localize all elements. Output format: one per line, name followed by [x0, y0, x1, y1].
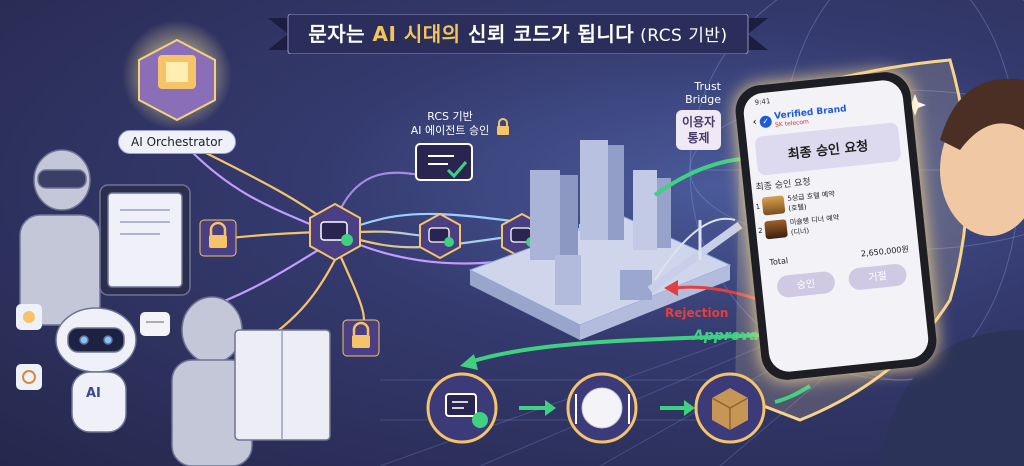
orchestrator-label: AI Orchestrator — [118, 130, 236, 154]
user-control-line2: 통제 — [687, 131, 710, 145]
total-label: Total — [768, 256, 789, 268]
trust-bridge-label: Trust Bridge — [665, 80, 721, 106]
trust-bridge-line2: Bridge — [685, 93, 721, 106]
approval-card-title: 최종 승인 요청 — [787, 139, 870, 163]
rcs-approval-label: RCS 기반 AI 에이전트 승인 — [400, 110, 500, 138]
item-number: 1 — [755, 202, 761, 212]
padlock-icons — [199, 118, 509, 357]
rcs-chat-bubble-icon — [415, 143, 473, 181]
title-banner: 문자는 AI 시대의 신뢰 코드가 됩니다 (RCS 기반) — [268, 14, 768, 54]
small-badge-icons — [16, 304, 170, 390]
rcs-approval-line1: RCS 기반 — [427, 110, 473, 123]
total-value: 2,650,000원 — [860, 244, 910, 259]
user-control-badge: 이용자 통제 — [676, 110, 722, 150]
orchestrator-chip-icon — [122, 20, 232, 130]
bottom-flow-icons — [426, 372, 812, 444]
city-buildings-illustration — [468, 140, 743, 340]
rejection-label: Rejection — [665, 306, 729, 320]
smartphone: 9:41 ‹ ✓ Verified Brand SK telecom 최종 승인… — [733, 69, 939, 383]
robot-ai-badge: AI — [86, 386, 101, 401]
dinner-thumbnail-icon — [764, 219, 789, 240]
reject-button[interactable]: 거절 — [847, 262, 908, 291]
back-chevron-icon[interactable]: ‹ — [752, 116, 758, 129]
robots-illustration — [19, 149, 331, 466]
trust-bridge-line1: Trust — [694, 80, 721, 93]
approve-button[interactable]: 승인 — [775, 270, 836, 299]
hotel-thumbnail-icon — [762, 195, 786, 216]
verified-badge-icon: ✓ — [759, 114, 773, 128]
phone-screen: 9:41 ‹ ✓ Verified Brand SK telecom 최종 승인… — [741, 78, 931, 374]
item-number: 2 — [757, 226, 763, 236]
rcs-approval-line2: AI 에이전트 승인 — [410, 124, 490, 137]
page-title: 문자는 AI 시대의 신뢰 코드가 됩니다 (RCS 기반) — [308, 22, 728, 46]
user-control-line1: 이용자 — [682, 115, 716, 129]
approval-label: Approval — [693, 328, 764, 344]
